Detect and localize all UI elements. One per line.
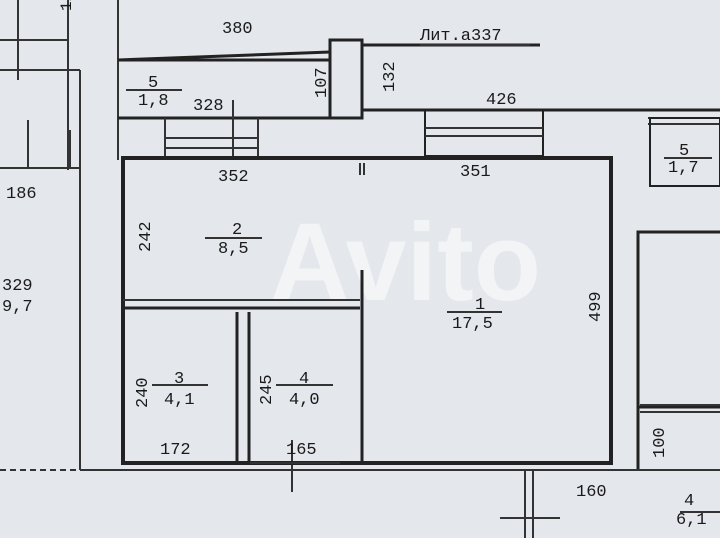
svg-text:1: 1 bbox=[475, 296, 485, 315]
dim-186: 186 bbox=[6, 185, 37, 204]
svg-text:1,8: 1,8 bbox=[138, 92, 169, 111]
room-label-5-right: 5 1,7 bbox=[668, 142, 699, 178]
avito-watermark: Avito bbox=[270, 201, 541, 324]
svg-text:4: 4 bbox=[684, 492, 694, 511]
svg-text:5: 5 bbox=[679, 142, 689, 161]
room-label-2: 2 8,5 bbox=[218, 221, 249, 259]
dim-380: 380 bbox=[222, 20, 253, 39]
header-label: Лит.а337 bbox=[419, 27, 502, 46]
bottom-outer-lines bbox=[80, 440, 610, 538]
dim-172: 172 bbox=[160, 441, 191, 460]
svg-text:17,5: 17,5 bbox=[452, 315, 493, 334]
room-label-left: 329 9,7 bbox=[2, 277, 33, 317]
dim-240: 240 bbox=[134, 377, 153, 408]
dim-160: 160 bbox=[576, 483, 607, 502]
right-neighbor-walls bbox=[545, 108, 720, 513]
svg-text:Лит.а337: Лит.а337 bbox=[419, 27, 502, 46]
svg-text:2: 2 bbox=[232, 221, 242, 240]
top-left-fragment: 12 bbox=[58, 0, 76, 11]
room-label-3: 3 4,1 bbox=[164, 370, 195, 410]
dim-165: 165 bbox=[286, 441, 317, 460]
svg-text:4: 4 bbox=[299, 370, 309, 389]
svg-text:329: 329 bbox=[2, 277, 33, 296]
dim-426: 426 bbox=[486, 91, 517, 110]
room-label-4-bottom-right: 4 6,1 bbox=[676, 492, 707, 530]
left-neighbor-walls bbox=[0, 0, 81, 471]
dim-245: 245 bbox=[258, 374, 277, 405]
dim-100: 100 bbox=[651, 427, 670, 458]
dim-328: 328 bbox=[193, 97, 224, 116]
svg-text:4,1: 4,1 bbox=[164, 391, 195, 410]
svg-text:8,5: 8,5 bbox=[218, 240, 249, 259]
svg-text:6,1: 6,1 bbox=[676, 511, 707, 530]
dim-242: 242 bbox=[137, 221, 156, 252]
svg-text:1,7: 1,7 bbox=[668, 159, 699, 178]
dim-351: 351 bbox=[460, 163, 491, 182]
room-label-5-upper: 5 1,8 bbox=[138, 74, 169, 111]
svg-text:9,7: 9,7 bbox=[2, 298, 33, 317]
dim-352: 352 bbox=[218, 168, 249, 187]
upper-annex-walls bbox=[117, 0, 545, 160]
dim-499: 499 bbox=[587, 291, 606, 322]
room-label-1: 1 17,5 bbox=[452, 296, 493, 334]
room-label-4: 4 4,0 bbox=[289, 370, 320, 410]
svg-text:5: 5 bbox=[148, 74, 158, 93]
svg-text:4,0: 4,0 bbox=[289, 391, 320, 410]
svg-text:3: 3 bbox=[174, 370, 184, 389]
dim-132: 132 bbox=[381, 61, 400, 92]
apartment-walls bbox=[121, 156, 613, 471]
dim-107: 107 bbox=[313, 67, 332, 98]
